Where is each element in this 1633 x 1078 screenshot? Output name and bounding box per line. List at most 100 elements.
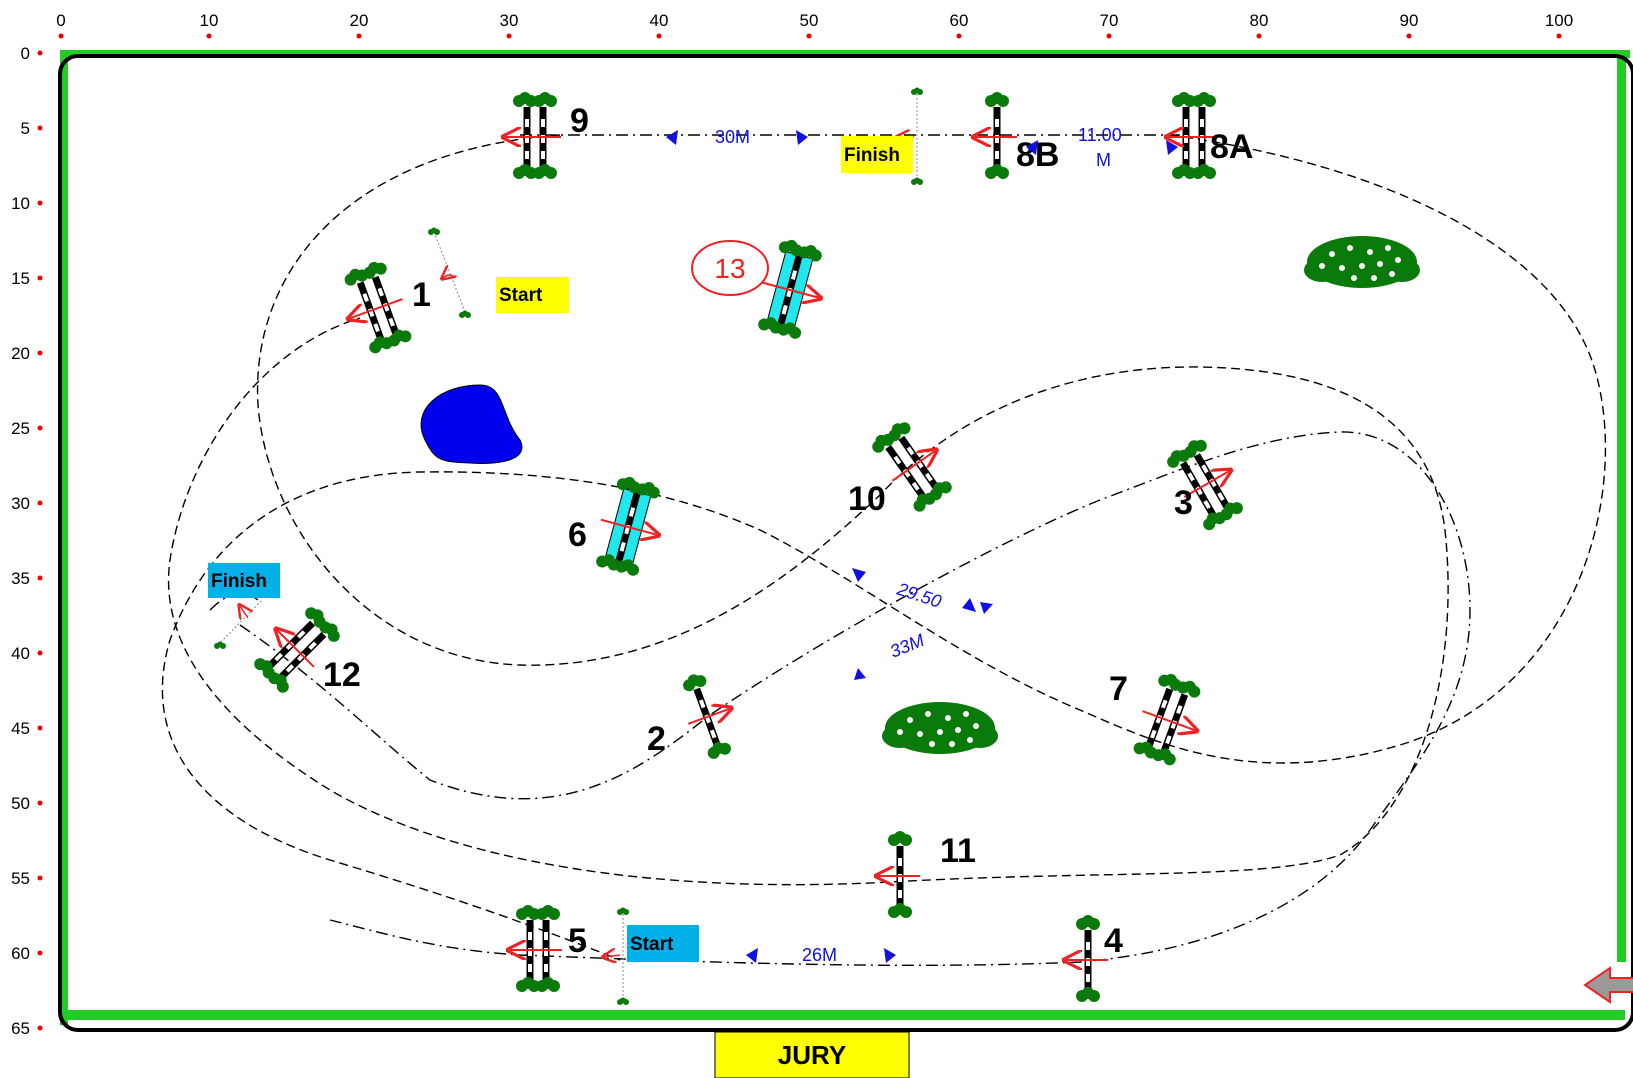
- y-tick: 45: [11, 719, 43, 738]
- svg-text:20: 20: [11, 344, 30, 363]
- start-flags-blue: [604, 907, 629, 1005]
- svg-text:0: 0: [21, 44, 30, 63]
- obstacle-3[interactable]: [1162, 432, 1251, 533]
- obstacle-12[interactable]: [248, 598, 346, 696]
- distance-9-to-finish: 30M: [666, 127, 808, 147]
- y-tick: 5: [21, 119, 43, 138]
- obstacle-11[interactable]: [878, 831, 920, 918]
- x-tick: 40: [650, 11, 669, 39]
- svg-text:40: 40: [11, 644, 30, 663]
- y-tick: 65: [11, 1019, 43, 1038]
- y-scale: 0 5 10 15 20 25 30 35 40 45 50 55 60 65: [11, 44, 43, 1038]
- obstacle-8a[interactable]: [1168, 92, 1218, 179]
- obstacle-label-6: 6: [568, 516, 587, 554]
- x-tick: 70: [1100, 11, 1119, 39]
- y-tick: 55: [11, 869, 43, 888]
- y-tick: 25: [11, 419, 43, 438]
- obstacle-13[interactable]: [751, 235, 832, 342]
- obstacle-label-2: 2: [647, 720, 666, 758]
- obstacle-9[interactable]: [505, 92, 561, 179]
- obstacle-8b[interactable]: [975, 92, 1017, 179]
- x-tick: 60: [950, 11, 969, 39]
- flower-bed-icon: [882, 702, 998, 754]
- y-tick: 40: [11, 644, 43, 663]
- finish-label-blue: Finish: [208, 563, 280, 598]
- svg-text:35: 35: [11, 569, 30, 588]
- start-label-yellow: Start: [496, 277, 569, 313]
- obstacle-5[interactable]: [510, 905, 562, 992]
- svg-text:90: 90: [1400, 11, 1419, 30]
- svg-text:30M: 30M: [715, 127, 750, 147]
- svg-text:Finish: Finish: [211, 571, 267, 592]
- obstacle-label-11: 11: [940, 832, 976, 870]
- svg-text:40: 40: [650, 11, 669, 30]
- svg-text:70: 70: [1100, 11, 1119, 30]
- obstacle-label-4: 4: [1104, 922, 1123, 960]
- obstacle-label-12: 12: [323, 656, 361, 694]
- svg-text:Finish: Finish: [844, 145, 900, 166]
- obstacle-label-7: 7: [1109, 670, 1128, 708]
- obstacle-6[interactable]: [589, 472, 670, 579]
- svg-text:30: 30: [11, 494, 30, 513]
- svg-text:100: 100: [1545, 11, 1573, 30]
- x-tick: 10: [200, 11, 219, 39]
- svg-text:Start: Start: [499, 285, 543, 306]
- obstacle-4[interactable]: [1066, 915, 1108, 1002]
- svg-text:60: 60: [950, 11, 969, 30]
- finish-label-yellow: Finish: [841, 136, 913, 173]
- y-tick: 15: [11, 269, 43, 288]
- svg-text:33M: 33M: [887, 630, 927, 662]
- y-tick: 60: [11, 944, 43, 963]
- x-tick: 20: [350, 11, 369, 39]
- svg-text:0: 0: [56, 11, 65, 30]
- obstacle-label-3: 3: [1174, 484, 1193, 522]
- y-tick: 35: [11, 569, 43, 588]
- obstacle-1[interactable]: [334, 257, 416, 358]
- obstacle-2[interactable]: [673, 667, 744, 764]
- svg-text:M: M: [1096, 150, 1111, 170]
- x-tick: 30: [500, 11, 519, 39]
- svg-text:65: 65: [11, 1019, 30, 1038]
- jury-box: JURY: [714, 1031, 910, 1078]
- x-tick: 90: [1400, 11, 1419, 39]
- svg-text:50: 50: [11, 794, 30, 813]
- svg-text:10: 10: [200, 11, 219, 30]
- svg-text:80: 80: [1250, 11, 1269, 30]
- x-tick: 100: [1545, 11, 1573, 39]
- svg-text:60: 60: [11, 944, 30, 963]
- x-tick: 50: [800, 11, 819, 39]
- svg-text:13: 13: [714, 253, 745, 284]
- svg-text:15: 15: [11, 269, 30, 288]
- y-tick: 0: [21, 44, 43, 63]
- svg-text:29.50: 29.50: [894, 578, 944, 611]
- distance-6-to-7: 29.50: [852, 568, 976, 612]
- svg-text:Start: Start: [630, 934, 674, 955]
- obstacle-label-9: 9: [570, 102, 589, 140]
- distance-5-to-4: 26M: [746, 945, 896, 965]
- svg-text:11.00: 11.00: [1078, 125, 1122, 145]
- svg-text:25: 25: [11, 419, 30, 438]
- svg-text:30: 30: [500, 11, 519, 30]
- arena-fence: [58, 50, 1633, 1032]
- distance-2-to-3: 33M: [854, 602, 993, 680]
- x-scale: 0 10 20 30 40 50 60 70 80 90 100: [56, 11, 1573, 39]
- x-tick: 0: [56, 11, 66, 39]
- obstacle-10[interactable]: [867, 414, 959, 515]
- svg-text:50: 50: [800, 11, 819, 30]
- y-tick: 30: [11, 494, 43, 513]
- svg-text:20: 20: [350, 11, 369, 30]
- water-pond: [420, 384, 523, 464]
- start-flags-yellow: [428, 227, 471, 318]
- entry-gate-icon: [1583, 966, 1633, 1004]
- y-tick: 10: [11, 194, 43, 213]
- start-label-blue: Start: [627, 925, 699, 962]
- svg-text:5: 5: [21, 119, 30, 138]
- obstacle-7[interactable]: [1128, 669, 1210, 770]
- finish-flags-blue: [214, 599, 263, 649]
- obstacle-label-8a: 8A: [1210, 128, 1253, 166]
- svg-text:10: 10: [11, 194, 30, 213]
- svg-text:45: 45: [11, 719, 30, 738]
- flower-bed-icon: [1304, 236, 1420, 288]
- svg-text:26M: 26M: [802, 945, 837, 965]
